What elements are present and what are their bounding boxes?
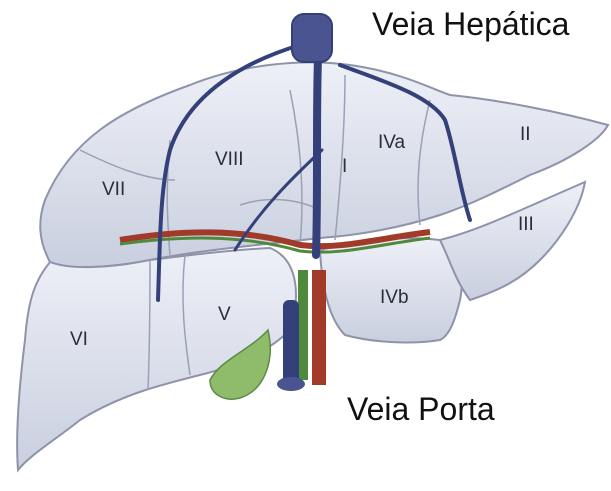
segment-label-viii: VIII (215, 149, 244, 170)
segment-label-vii: VII (102, 179, 125, 200)
hepatic-vein-label: Veia Hepática (372, 8, 569, 40)
segment-label-iii: III (518, 214, 534, 235)
segment-label-vi: VI (70, 329, 88, 350)
segment-label-iva: IVa (378, 132, 406, 153)
portal-vein-label: Veia Porta (347, 393, 495, 425)
segment-label-ivb: IVb (380, 287, 409, 308)
segment-label-v: V (218, 304, 231, 325)
hepatic-vein-trunk (292, 14, 332, 62)
segment-label-ii: II (520, 124, 531, 145)
segment-label-i: I (342, 156, 347, 177)
